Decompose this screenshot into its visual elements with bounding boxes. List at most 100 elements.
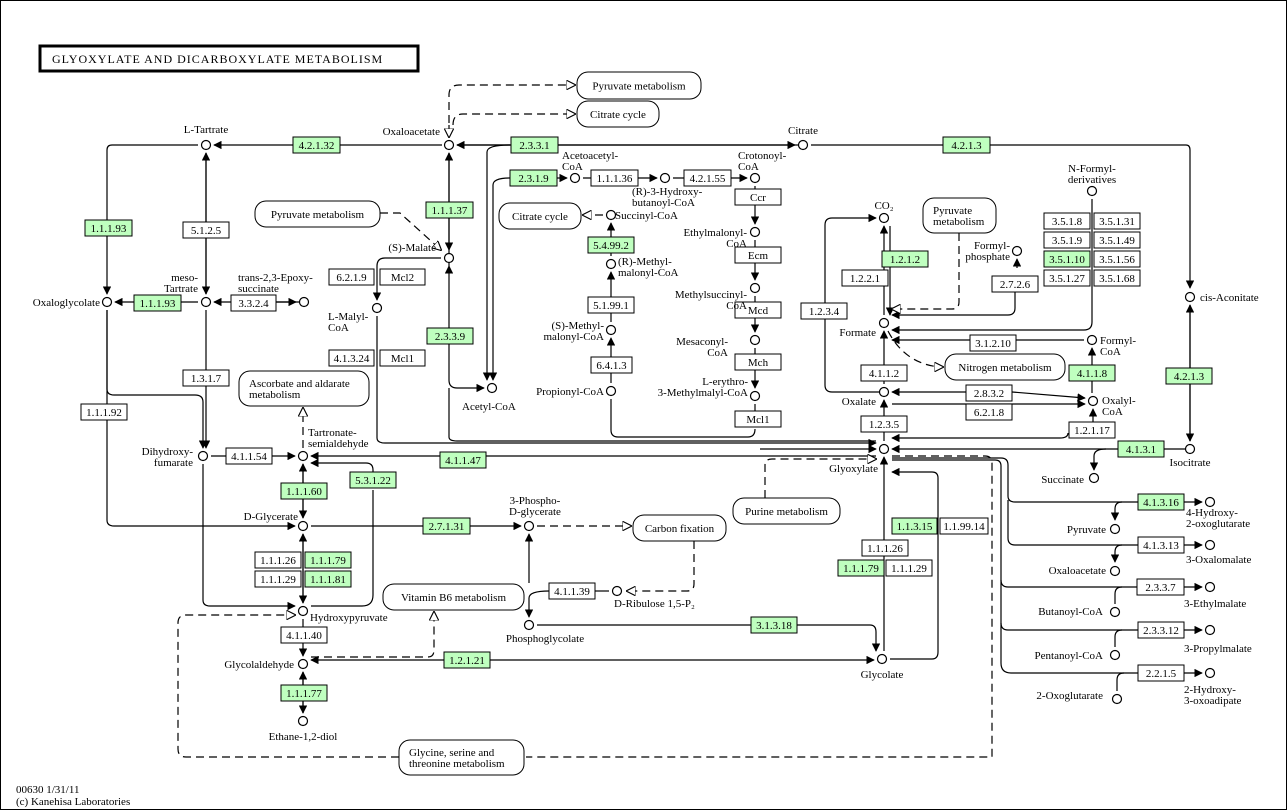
enzyme-box[interactable] — [425, 201, 474, 219]
enzyme-1.2.3.5[interactable]: 1.2.3.5 — [860, 415, 908, 433]
compound-node[interactable] — [797, 139, 809, 151]
compound-formate[interactable]: Formate — [839, 317, 890, 340]
compound-node[interactable] — [878, 443, 890, 455]
enzyme-4.2.1.55[interactable]: 4.2.1.55 — [683, 169, 732, 187]
compound-node[interactable] — [197, 450, 209, 462]
enzyme-1.1.1.26[interactable]: 1.1.1.26 — [254, 551, 302, 569]
compound-node[interactable] — [1109, 649, 1121, 661]
map-link-pyruvate-metabolism-left[interactable]: Pyruvate metabolism — [254, 200, 381, 228]
enzyme-6.2.1.8[interactable]: 6.2.1.8 — [965, 403, 1013, 421]
enzyme-box[interactable] — [1093, 231, 1141, 249]
enzyme-2.2.1.5[interactable]: 2.2.1.5 — [1137, 664, 1185, 682]
compound-node[interactable] — [1109, 565, 1121, 577]
map-link-box[interactable] — [382, 583, 525, 611]
enzyme-1.1.3.15[interactable]: 1.1.3.15 — [891, 517, 938, 535]
enzyme-box[interactable] — [182, 369, 230, 387]
enzyme-4.1.1.40[interactable]: 4.1.1.40 — [280, 626, 328, 644]
enzyme-1.1.1.26[interactable]: 1.1.1.26 — [861, 539, 909, 557]
enzyme-box[interactable] — [254, 551, 302, 569]
enzyme-box[interactable] — [860, 364, 908, 382]
enzyme-box[interactable] — [304, 570, 352, 588]
enzyme-box[interactable] — [548, 582, 596, 600]
enzyme-2.7.1.31[interactable]: 2.7.1.31 — [422, 517, 471, 535]
compound-node[interactable] — [1184, 291, 1196, 303]
compound-node[interactable] — [749, 334, 761, 346]
compound-ethane-1-2-diol[interactable]: Ethane-1,2-diol — [269, 715, 338, 744]
compound-meso-tartrate[interactable]: meso-Tartrate — [164, 272, 212, 308]
enzyme-4.1.3.16[interactable]: 4.1.3.16 — [1137, 493, 1185, 511]
enzyme-box[interactable] — [1043, 231, 1091, 249]
enzyme-1.1.1.29[interactable]: 1.1.1.29 — [885, 559, 933, 577]
enzyme-mcd[interactable]: Mcd — [734, 301, 782, 319]
enzyme-1.1.1.79[interactable]: 1.1.1.79 — [837, 559, 885, 577]
enzyme-box[interactable] — [225, 447, 273, 465]
compound-node[interactable] — [878, 212, 890, 224]
compound-node[interactable] — [749, 226, 761, 238]
map-link-pyruvate-metabolism-top[interactable]: Pyruvate metabolism — [576, 71, 702, 100]
enzyme-2.3.3.9[interactable]: 2.3.3.9 — [426, 327, 474, 345]
compound-node[interactable] — [1204, 667, 1216, 679]
compound-citrate[interactable]: Citrate — [788, 125, 818, 151]
enzyme-box[interactable] — [1093, 269, 1141, 287]
enzyme-box[interactable] — [1117, 440, 1165, 458]
enzyme-box[interactable] — [734, 301, 782, 319]
enzyme-3.5.1.9[interactable]: 3.5.1.9 — [1043, 231, 1091, 249]
enzyme-box[interactable] — [881, 250, 929, 268]
compound-node[interactable] — [297, 605, 309, 617]
enzyme-box[interactable] — [734, 410, 782, 428]
compound-node[interactable] — [569, 172, 581, 184]
compound-node[interactable] — [298, 296, 310, 308]
compound-node[interactable] — [443, 252, 455, 264]
enzyme-box[interactable] — [439, 451, 487, 469]
compound-formylphosphate[interactable]: Formyl-phosphate — [965, 240, 1023, 263]
compound-node[interactable] — [1204, 496, 1216, 508]
map-link-box[interactable] — [632, 514, 727, 542]
compound-propionyl-coa[interactable]: Propionyl-CoA — [536, 385, 617, 398]
compound-node[interactable] — [1087, 395, 1099, 407]
enzyme-1.1.1.36[interactable]: 1.1.1.36 — [590, 169, 639, 187]
map-link-citrate-cycle-mid[interactable]: Citrate cycle — [498, 202, 582, 230]
enzyme-box[interactable] — [280, 684, 328, 702]
compound-co2[interactable]: CO₂ — [874, 200, 894, 224]
compound-node[interactable] — [1109, 523, 1121, 535]
compound-dihydroxyfumarate[interactable]: Dihydroxy-fumarate — [142, 446, 209, 469]
compound-oxaloacetate[interactable]: Oxaloacetate — [383, 126, 455, 151]
enzyme-box[interactable] — [1137, 621, 1185, 639]
map-link-carbon-fixation[interactable]: Carbon fixation — [632, 514, 727, 542]
map-link-box[interactable] — [732, 497, 841, 525]
enzyme-1.1.1.93[interactable]: 1.1.1.93 — [133, 294, 182, 312]
enzyme-2.3.3.7[interactable]: 2.3.3.7 — [1136, 578, 1185, 596]
compound-formyl-coa[interactable]: Formyl-CoA — [1086, 334, 1137, 358]
enzyme-5.1.2.5[interactable]: 5.1.2.5 — [182, 221, 230, 239]
enzyme-box[interactable] — [587, 236, 635, 254]
compound-epoxysuccinate[interactable]: trans-2,3-Epoxy-succinate — [238, 272, 313, 308]
compound-node[interactable] — [486, 382, 498, 394]
map-link-box[interactable] — [576, 100, 660, 128]
enzyme-box[interactable] — [254, 570, 302, 588]
compound-node[interactable] — [1086, 334, 1098, 346]
compound-node[interactable] — [1111, 693, 1123, 705]
enzyme-box[interactable] — [969, 334, 1017, 352]
compound-d-glycerate[interactable]: D-Glycerate — [244, 511, 309, 532]
compound-oxaloglycolate[interactable]: Oxaloglycolate — [33, 296, 113, 309]
map-link-nitrogen-metabolism[interactable]: Nitrogen metabolism — [944, 353, 1066, 381]
compound-oxalyl-coa[interactable]: Oxalyl-CoA — [1087, 395, 1136, 418]
enzyme-4.2.1.32[interactable]: 4.2.1.32 — [292, 136, 341, 154]
enzyme-box[interactable] — [590, 356, 633, 374]
enzyme-3.1.3.18[interactable]: 3.1.3.18 — [750, 616, 798, 634]
map-link-box[interactable] — [576, 71, 702, 100]
enzyme-1.2.1.17[interactable]: 1.2.1.17 — [1068, 421, 1116, 439]
enzyme-box[interactable] — [379, 349, 426, 367]
enzyme-mcl2[interactable]: Mcl2 — [379, 268, 426, 286]
enzyme-2.3.1.9[interactable]: 2.3.1.9 — [509, 169, 558, 187]
enzyme-box[interactable] — [292, 136, 341, 154]
enzyme-ecm[interactable]: Ecm — [734, 246, 782, 264]
compound-node[interactable] — [523, 520, 535, 532]
compound-node[interactable] — [297, 658, 309, 670]
enzyme-box[interactable] — [590, 169, 639, 187]
map-link-box[interactable] — [922, 197, 997, 234]
enzyme-box[interactable] — [1068, 421, 1116, 439]
enzyme-box[interactable] — [734, 188, 782, 206]
enzyme-box[interactable] — [861, 539, 909, 557]
compound-3-ethylmalate[interactable]: 3-Ethylmalate — [1184, 581, 1246, 611]
